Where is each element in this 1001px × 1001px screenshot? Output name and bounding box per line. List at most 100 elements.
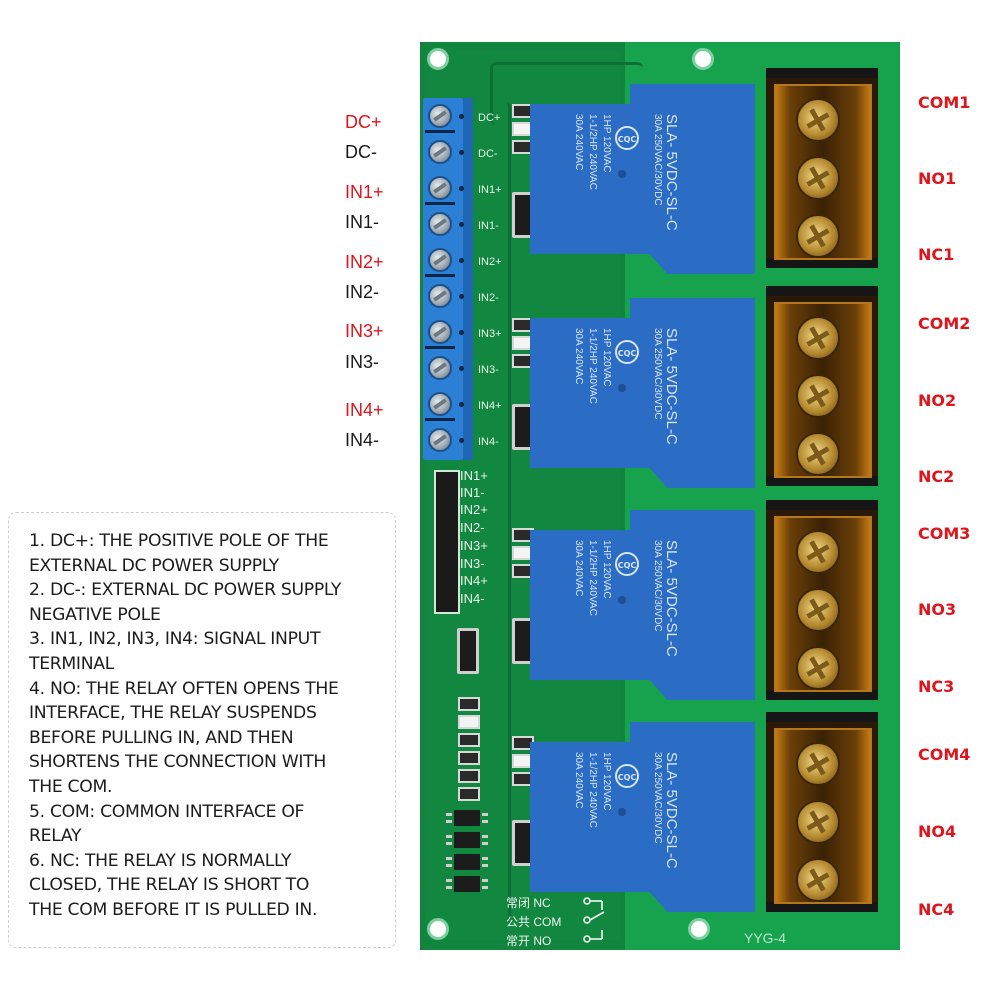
pin-dot	[459, 330, 464, 335]
optocoupler-ic	[446, 810, 488, 826]
pin-dot	[459, 438, 464, 443]
note-line: SHORTENS THE CONNECTION WITH	[29, 752, 326, 773]
label-com1: COM1	[918, 93, 971, 112]
relay-4: SLA- 5VDC-SL-C 30A 250VAC/30VDC CQC 1HP …	[530, 722, 755, 912]
label-no1: NO1	[918, 169, 957, 188]
note-line: THE COM BEFORE IT IS PULLED IN.	[29, 899, 318, 920]
output-terminal-block-2	[766, 286, 878, 486]
screw-nc3[interactable]	[796, 646, 840, 690]
relay-2: SLA- 5VDC-SL-C 30A 250VAC/30VDC CQC 1HP …	[530, 298, 755, 488]
screw-in4-plus[interactable]	[428, 392, 452, 416]
screw-nc2[interactable]	[796, 432, 840, 476]
relay-dot	[618, 596, 626, 604]
silk-label-terminal: IN1-	[478, 220, 499, 232]
note-line: 2. DC-: EXTERNAL DC POWER SUPPLY	[29, 580, 342, 601]
legend-com: 公共 COM	[506, 915, 562, 929]
screw-nc4[interactable]	[796, 858, 840, 902]
mounting-hole	[427, 918, 449, 940]
screw-in1-plus[interactable]	[428, 176, 452, 200]
silk-label-terminal: IN4+	[478, 400, 502, 412]
terminal-separator	[425, 418, 455, 421]
note-line: CLOSED, THE RELAY IS SHORT TO	[29, 875, 310, 896]
label-com2: COM2	[918, 314, 971, 333]
optocoupler-ic	[446, 854, 488, 870]
screw-in3-minus[interactable]	[428, 356, 452, 380]
silk-label-terminal: IN2-	[478, 292, 499, 304]
pin-dot	[459, 294, 464, 299]
relay-rating: 1HP 120VAC	[601, 114, 612, 173]
label-no2: NO2	[918, 391, 957, 410]
silk-label-header: IN2+	[460, 502, 488, 517]
mounting-hole	[692, 48, 714, 70]
screw-no2[interactable]	[796, 374, 840, 418]
label-in1-plus: IN1+	[345, 182, 384, 202]
cqc-cert-icon: CQC	[615, 126, 639, 150]
screw-in4-minus[interactable]	[428, 428, 452, 452]
note-line: 6. NC: THE RELAY IS NORMALLY	[29, 850, 292, 871]
relay-dot	[618, 384, 626, 392]
silk-label-terminal: IN3-	[478, 364, 499, 376]
screw-com2[interactable]	[796, 316, 840, 360]
relay-rating: 30A 240VAC	[573, 328, 584, 385]
screw-no3[interactable]	[796, 588, 840, 632]
label-no3: NO3	[918, 600, 957, 619]
relay-rating: 1-1/2HP 240VAC	[587, 114, 598, 190]
note-line: 4. NO: THE RELAY OFTEN OPENS THE	[29, 678, 339, 699]
note-line: INTERFACE, THE RELAY SUSPENDS	[29, 703, 317, 724]
pin-dot	[459, 114, 464, 119]
cqc-cert-icon: CQC	[615, 552, 639, 576]
relay-1: SLA- 5VDC-SL-C 30A 250VAC/30VDC CQC 1HP …	[530, 84, 755, 274]
label-nc4: NC4	[918, 900, 955, 919]
screw-com1[interactable]	[796, 98, 840, 142]
optocoupler-ic	[446, 832, 488, 848]
screw-in2-plus[interactable]	[428, 248, 452, 272]
screw-dc-plus[interactable]	[428, 104, 452, 128]
pin-dot	[459, 150, 464, 155]
screw-no1[interactable]	[796, 156, 840, 200]
screw-no4[interactable]	[796, 800, 840, 844]
label-in1-minus: IN1-	[345, 212, 380, 232]
label-in2-plus: IN2+	[345, 252, 384, 272]
label-in4-minus: IN4-	[345, 430, 380, 450]
note-line: TERMINAL	[29, 653, 114, 674]
terminal-separator	[425, 346, 455, 349]
screw-in2-minus[interactable]	[428, 284, 452, 308]
relay-rating: 30A 250VAC/30VDC	[652, 328, 663, 420]
terminal-separator	[425, 274, 455, 277]
output-terminal-block-4	[766, 712, 878, 912]
screw-dc-minus[interactable]	[428, 140, 452, 164]
output-terminal-block-3	[766, 500, 878, 700]
note-line: THE COM.	[29, 776, 113, 797]
output-terminal-block-1	[766, 68, 878, 268]
smd-resistor	[458, 697, 480, 711]
screw-com4[interactable]	[796, 742, 840, 786]
pin-dot	[459, 222, 464, 227]
label-no4: NO4	[918, 822, 957, 841]
legend-nc: 常闭 NC	[506, 896, 551, 910]
note-line: 1. DC+: THE POSITIVE POLE OF THE	[29, 531, 329, 551]
label-com3: COM3	[918, 524, 971, 543]
label-dc-plus: DC+	[345, 112, 382, 132]
silk-label-header: IN3+	[460, 538, 488, 553]
relay-body-extension	[630, 298, 755, 488]
relay-model: SLA- 5VDC-SL-C	[663, 328, 680, 445]
relay-dot	[618, 170, 626, 178]
screw-in3-plus[interactable]	[428, 320, 452, 344]
input-pin-header[interactable]	[434, 470, 460, 614]
silk-label-terminal: IN1+	[478, 184, 502, 196]
screw-nc1[interactable]	[796, 214, 840, 258]
silk-label-terminal: DC+	[478, 112, 501, 124]
note-line: 3. IN1, IN2, IN3, IN4: SIGNAL INPUT	[29, 629, 321, 650]
pin-dot	[459, 258, 464, 263]
relay-rating: 30A 250VAC/30VDC	[652, 540, 663, 632]
label-com4: COM4	[918, 745, 971, 764]
relay-3: SLA- 5VDC-SL-C 30A 250VAC/30VDC CQC 1HP …	[530, 510, 755, 700]
input-screw-terminal-block	[423, 98, 473, 460]
screw-com3[interactable]	[796, 530, 840, 574]
board-model-id: YYG-4	[744, 930, 787, 946]
screw-in1-minus[interactable]	[428, 212, 452, 236]
smd-led	[458, 715, 480, 729]
relay-model: SLA- 5VDC-SL-C	[663, 752, 680, 869]
label-in2-minus: IN2-	[345, 282, 380, 302]
note-line: BEFORE PULLING IN, AND THEN	[29, 727, 294, 748]
